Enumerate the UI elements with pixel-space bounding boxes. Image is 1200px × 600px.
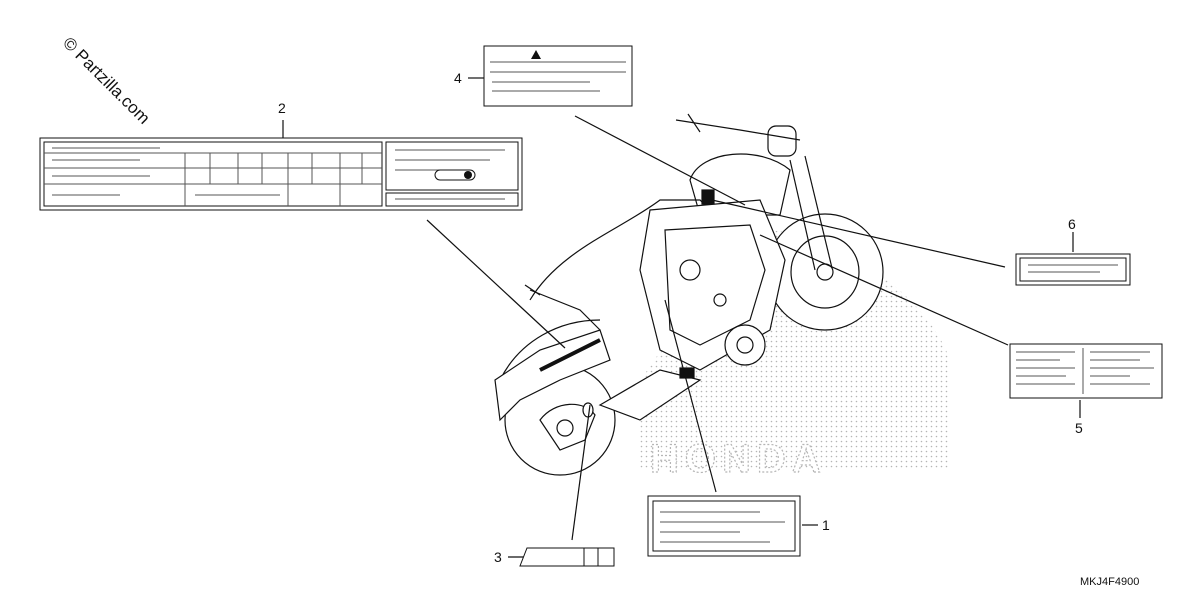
callout-6[interactable]: 6: [1068, 216, 1076, 232]
label-4-illustration: [483, 45, 633, 107]
callout-1[interactable]: 1: [822, 517, 830, 533]
label-3-illustration: [519, 547, 615, 567]
callout-3[interactable]: 3: [494, 549, 502, 565]
leader-lines: [282, 77, 1081, 558]
label-5-illustration: [1009, 343, 1163, 399]
diagram-code: MKJ4F4900: [1080, 576, 1139, 588]
label-1-illustration: [647, 495, 801, 557]
callout-4[interactable]: 4: [454, 70, 462, 86]
label-6-illustration: [1015, 253, 1131, 286]
watermark: © Partzilla.com: [59, 33, 153, 127]
callout-5[interactable]: 5: [1075, 420, 1083, 436]
callout-2[interactable]: 2: [278, 100, 286, 116]
motorcycle-illustration: [494, 113, 884, 476]
brand-logo: HONDA: [650, 437, 827, 481]
label-2-illustration: [39, 137, 523, 211]
